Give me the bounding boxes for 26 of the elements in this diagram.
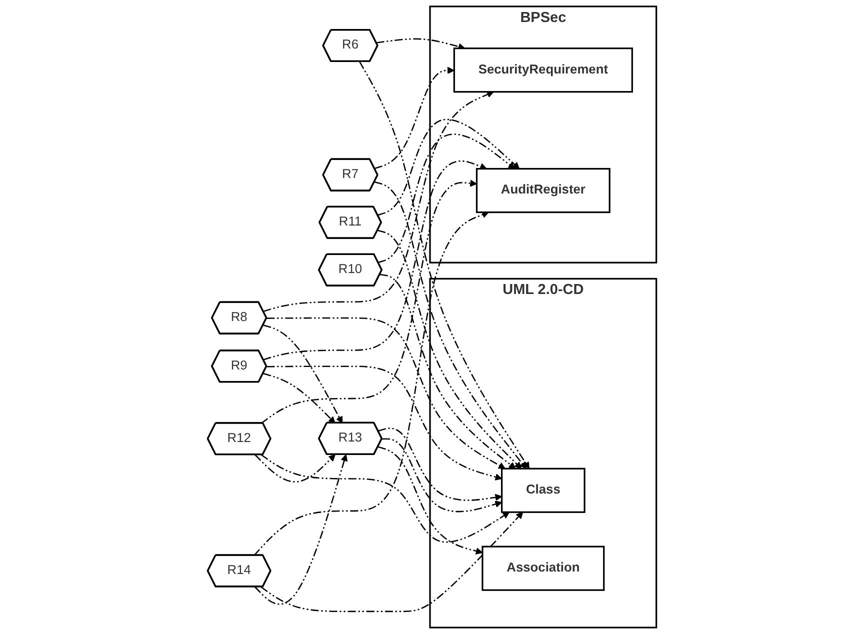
node-box: Class bbox=[501, 468, 586, 513]
arrow bbox=[382, 438, 502, 512]
node-box: Association bbox=[482, 546, 605, 591]
arrow bbox=[260, 454, 510, 543]
arrow bbox=[374, 66, 454, 170]
arrow bbox=[263, 91, 494, 312]
arrow bbox=[266, 366, 502, 480]
arrow bbox=[378, 428, 502, 501]
arrow bbox=[254, 454, 348, 605]
arrow bbox=[260, 180, 478, 424]
arrow bbox=[378, 118, 520, 216]
arrow bbox=[263, 372, 336, 424]
arrow bbox=[378, 134, 516, 264]
node-box: SecurityRequirement bbox=[453, 48, 633, 93]
arrow bbox=[380, 274, 516, 469]
arrow bbox=[359, 61, 530, 469]
arrow bbox=[254, 454, 336, 482]
arrow bbox=[260, 512, 524, 612]
arrow bbox=[266, 317, 506, 469]
arrow bbox=[378, 230, 522, 469]
node-box: AuditRegister bbox=[476, 168, 610, 214]
arrow bbox=[378, 446, 483, 555]
arrow bbox=[263, 160, 487, 360]
arrow bbox=[374, 181, 526, 469]
arrow bbox=[254, 211, 489, 556]
arrow bbox=[263, 324, 343, 424]
